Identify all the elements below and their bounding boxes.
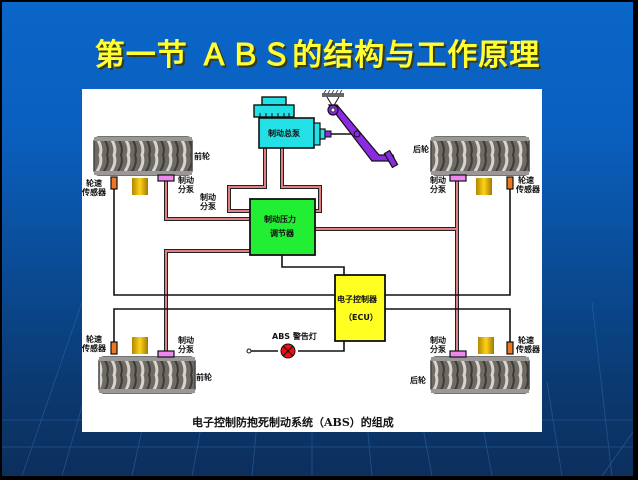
wheel-speed-sensor	[110, 341, 118, 355]
label-front-wheel: 前轮	[196, 372, 212, 382]
label-rear-wheel: 后轮	[410, 375, 426, 385]
wheel-speed-sensor	[506, 176, 514, 190]
master-cylinder: 制动总泵	[253, 96, 357, 149]
label-wheel-cylinder: 分泵	[430, 184, 446, 194]
ecu-label-line1: 电子控制器	[337, 294, 378, 304]
hub-icon	[132, 178, 148, 195]
label-sensor: 传感器	[82, 343, 107, 353]
abs-diagram-panel: 制动总泵 制动压力	[82, 89, 542, 432]
abs-diagram: 制动总泵 制动压力	[82, 89, 541, 429]
wheel-front-left-lower: 前轮 轮速 传感器 制动 分泵	[82, 334, 212, 394]
hub-icon	[478, 337, 494, 354]
label-wheel-cylinder: 制动	[178, 175, 194, 185]
label-wheel-cylinder: 制动	[200, 192, 216, 202]
label-front-wheel: 前轮	[194, 151, 210, 161]
wheel-front-left: 前轮 轮速 传感器 制动 分泵 制动 分泵	[82, 136, 216, 211]
label-wheel-cylinder: 分泵	[178, 184, 194, 194]
abs-warning-lamp: ABS 警告灯	[246, 331, 317, 359]
brake-lines	[164, 147, 459, 351]
wheel-cylinder	[157, 174, 175, 182]
modulator-label-line2: 调节器	[270, 228, 295, 238]
wheel-speed-sensor	[110, 176, 118, 190]
ecu-label-line2: （ECU）	[344, 312, 378, 322]
label-sensor: 传感器	[515, 184, 541, 194]
pressure-modulator: 制动压力 调节器	[249, 198, 316, 256]
ecu: 电子控制器 （ECU）	[334, 274, 386, 342]
brake-pedal	[322, 89, 399, 169]
wheel-cylinder	[449, 350, 467, 358]
slide: 第一节 ＡＢＳ的结构与工作原理	[2, 2, 633, 476]
master-cylinder-label: 制动总泵	[268, 128, 300, 138]
label-wheel-cylinder: 分泵	[430, 344, 446, 354]
wheel-cylinder	[449, 174, 467, 182]
wheel-rear-right-lower: 后轮 制动 分泵 轮速 传感器	[410, 335, 541, 394]
warning-lamp-label: ABS 警告灯	[272, 331, 317, 341]
hub-icon	[476, 178, 492, 195]
label-sensor: 轮速	[86, 178, 102, 188]
label-rear-wheel: 后轮	[413, 144, 429, 154]
modulator-label-line1: 制动压力	[264, 214, 296, 224]
wheel-speed-sensor	[506, 341, 514, 355]
label-sensor: 传感器	[515, 344, 541, 354]
label-wheel-cylinder: 制动	[178, 335, 194, 345]
wheel-cylinder	[157, 350, 175, 358]
diagram-caption: 电子控制防抱死制动系统（ABS）的组成	[192, 415, 394, 429]
label-sensor: 轮速	[518, 335, 534, 345]
label-wheel-cylinder: 分泵	[178, 344, 194, 354]
label-sensor: 轮速	[86, 334, 102, 344]
hub-icon	[132, 337, 148, 354]
label-wheel-cylinder: 分泵	[200, 201, 216, 211]
electrical-wires	[113, 186, 511, 352]
label-wheel-cylinder: 制动	[430, 175, 446, 185]
wheel-rear-right: 后轮 制动 分泵 轮速 传感器	[413, 136, 541, 195]
slide-title: 第一节 ＡＢＳ的结构与工作原理	[94, 38, 541, 73]
label-sensor: 传感器	[82, 187, 107, 197]
label-sensor: 轮速	[518, 175, 534, 185]
label-wheel-cylinder: 制动	[430, 335, 446, 345]
